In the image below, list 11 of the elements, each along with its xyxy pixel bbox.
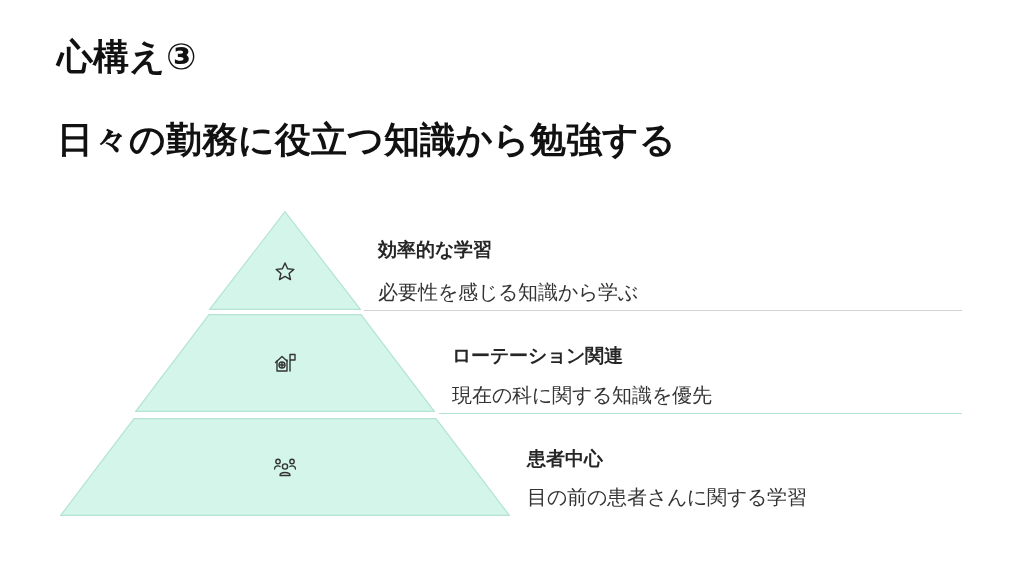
level-heading: 効率的な学習	[378, 237, 492, 261]
pyramid-level	[60, 418, 510, 516]
level-description: 現在の科に関する知識を優先	[452, 382, 712, 408]
level-description: 必要性を感じる知識から学ぶ	[378, 279, 638, 305]
pyramid-top-level	[209, 211, 361, 310]
slide-subtitle: 日々の勤務に役立つ知識から勉強する	[57, 119, 676, 161]
slide-title: 心構え③	[57, 36, 197, 78]
pyramid-level	[135, 314, 435, 412]
level-heading: 患者中心	[527, 446, 603, 470]
level-description: 目の前の患者さんに関する学習	[527, 484, 807, 510]
level-heading: ローテーション関連	[452, 343, 623, 367]
